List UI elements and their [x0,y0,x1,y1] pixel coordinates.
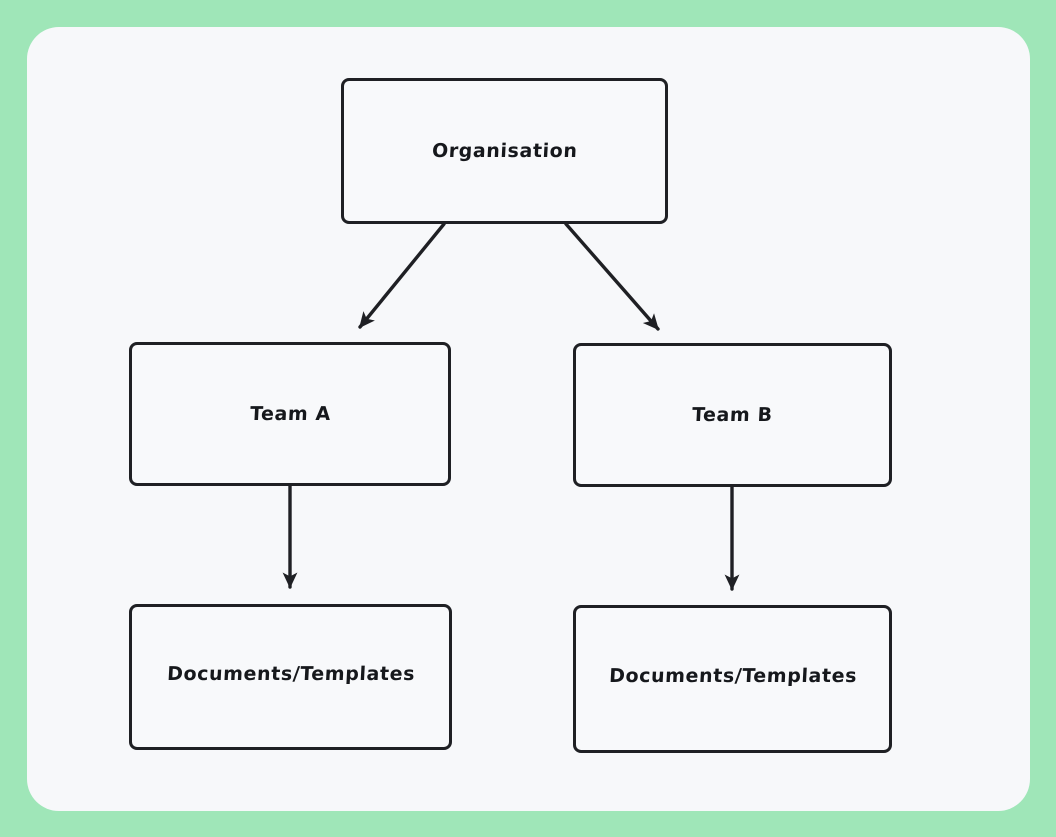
node-team-b[interactable]: Team B [573,343,892,487]
node-team-a[interactable]: Team A [129,342,451,486]
node-documents-templates-a-label: Documents/Templates [166,662,416,685]
node-organisation[interactable]: Organisation [341,78,668,224]
node-team-a-label: Team A [249,402,332,425]
node-documents-templates-b[interactable]: Documents/Templates [573,605,892,753]
node-documents-templates-b-label: Documents/Templates [608,664,858,687]
node-documents-templates-a[interactable]: Documents/Templates [129,604,452,750]
node-organisation-label: Organisation [431,139,578,162]
node-team-b-label: Team B [691,403,774,426]
